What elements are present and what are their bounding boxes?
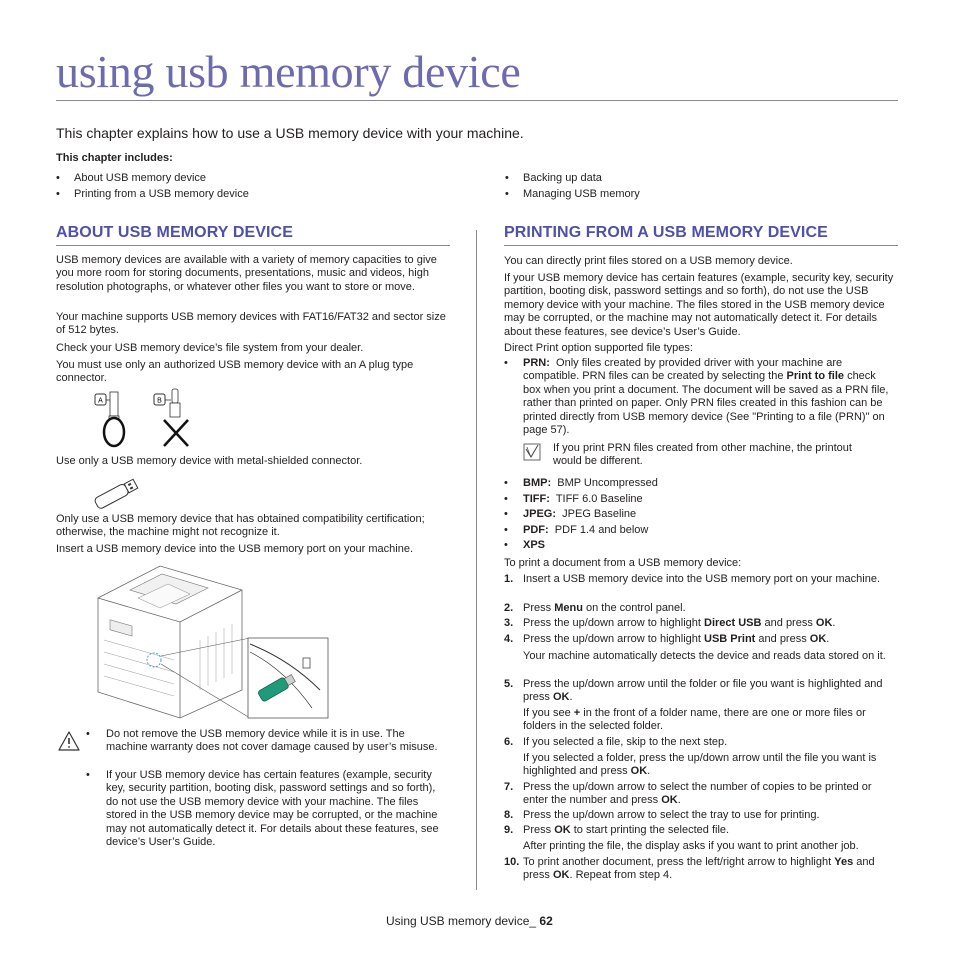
column-divider (476, 230, 477, 890)
step-9: 9. Press OK to start printing the select… (504, 824, 730, 836)
step-6-detail: If you selected a folder, press the up/d… (523, 752, 877, 778)
plug-a-label: A (98, 398, 103, 405)
plug-b-label: B (157, 398, 162, 405)
list-item: •JPEG: JPEG Baseline (504, 508, 637, 521)
note-icon (523, 443, 541, 461)
warning-item-1: • Do not remove the USB memory device wh… (86, 728, 438, 754)
printing-heading-rule (504, 245, 898, 246)
step-1: 1. Insert a USB memory device into the U… (504, 573, 881, 585)
printing-paragraph-2: If your USB memory device has certain fe… (504, 272, 894, 338)
page-title: using usb memory device (56, 46, 521, 97)
about-paragraph-2: Your machine supports USB memory devices… (56, 311, 446, 337)
usb-plug-illustration: A B (92, 388, 202, 450)
about-heading-rule (56, 245, 450, 246)
printing-paragraph-3: Direct Print option supported file types… (504, 342, 693, 354)
printer-usb-illustration (90, 560, 330, 720)
step-5-detail: If you see + in the front of a folder na… (523, 707, 866, 733)
file-type-list: •BMP: BMP Uncompressed •TIFF: TIFF 6.0 B… (504, 476, 896, 554)
steps-intro: To print a document from a USB memory de… (504, 557, 742, 569)
list-item: •BMP: BMP Uncompressed (504, 477, 658, 489)
step-4: 4. Press the up/down arrow to highlight … (504, 633, 830, 645)
about-paragraph-1: USB memory devices are available with a … (56, 254, 437, 293)
about-paragraph-5: Use only a USB memory device with metal-… (56, 455, 363, 467)
about-paragraph-4: You must use only an authorized USB memo… (56, 359, 414, 385)
title-divider (56, 100, 898, 101)
list-item: •PDF: PDF 1.4 and below (504, 523, 649, 536)
list-item: •XPS (504, 539, 546, 552)
usb-stick-icon (92, 474, 142, 512)
includes-label: This chapter includes: (56, 152, 173, 164)
list-item[interactable]: •About USB memory device (56, 172, 207, 184)
warning-item-2: • If your USB memory device has certain … (86, 769, 439, 849)
about-heading: ABOUT USB MEMORY DEVICE (56, 224, 293, 241)
step-6: 6. If you selected a file, skip to the n… (504, 736, 728, 748)
step-10: 10. To print another document, press the… (504, 856, 875, 882)
chapter-list-left: •About USB memory device •Printing from … (56, 170, 249, 202)
step-3: 3. Press the up/down arrow to highlight … (504, 617, 836, 629)
list-item[interactable]: •Printing from a USB memory device (56, 188, 249, 200)
about-paragraph-7: Insert a USB memory device into the USB … (56, 543, 414, 555)
list-item: •TIFF: TIFF 6.0 Baseline (504, 492, 643, 505)
step-2: 2. Press Menu on the control panel. (504, 602, 686, 614)
step-8: 8. Press the up/down arrow to select the… (504, 809, 820, 821)
step-4-detail: Your machine automatically detects the d… (523, 650, 886, 662)
step-7: 7. Press the up/down arrow to select the… (504, 781, 872, 807)
list-item[interactable]: •Managing USB memory (505, 188, 640, 200)
about-paragraph-3: Check your USB memory device’s file syst… (56, 342, 364, 354)
file-type-prn: • PRN: Only files created by provided dr… (504, 357, 889, 437)
note-text: If you print PRN files created from othe… (553, 442, 852, 468)
about-paragraph-6: Only use a USB memory device that has ob… (56, 513, 425, 539)
page-number: 62 (539, 914, 553, 928)
printing-heading: PRINTING FROM A USB MEMORY DEVICE (504, 224, 828, 241)
step-5: 5. Press the up/down arrow until the fol… (504, 678, 883, 704)
chapter-list-right: •Backing up data •Managing USB memory (505, 170, 640, 202)
page-footer: Using USB memory device_ 62 (386, 914, 553, 928)
list-item[interactable]: •Backing up data (505, 172, 602, 184)
printing-paragraph-1: You can directly print files stored on a… (504, 255, 793, 267)
step-9-detail: After printing the file, the display ask… (523, 840, 859, 852)
warning-icon (58, 731, 80, 751)
chapter-intro: This chapter explains how to use a USB m… (56, 125, 524, 141)
